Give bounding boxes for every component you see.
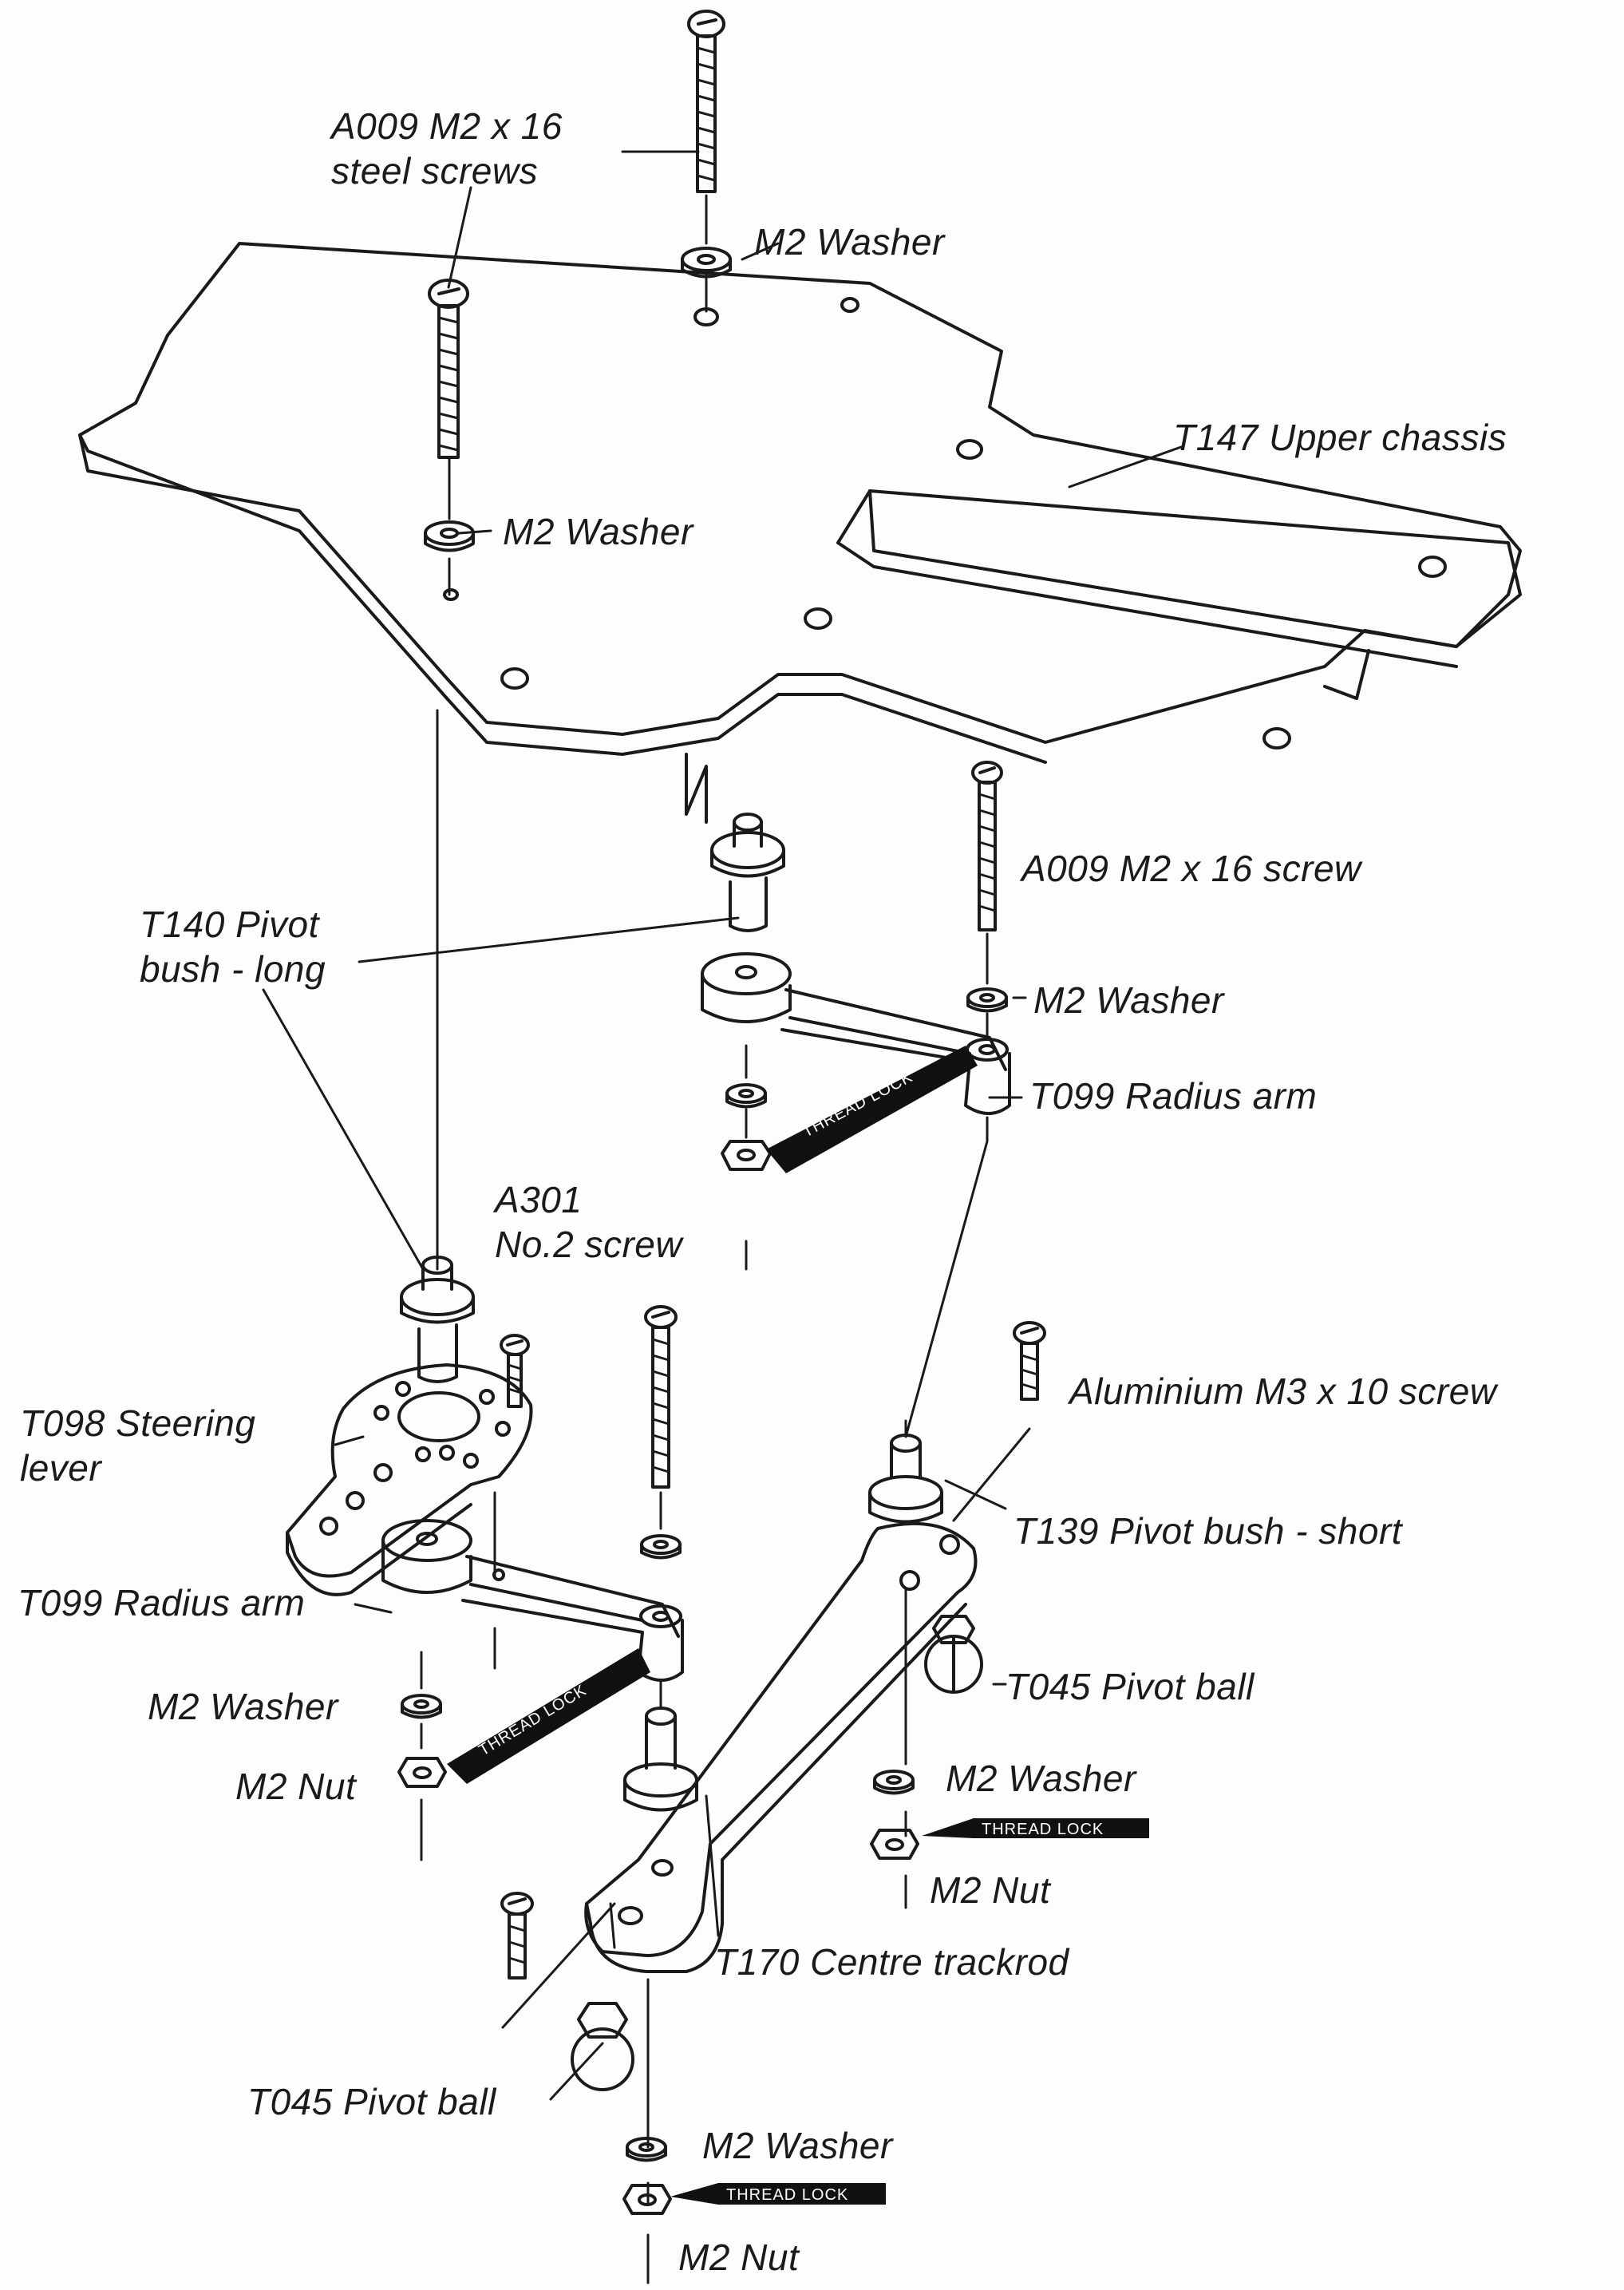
label-t147-upper-chassis: T147 Upper chassis bbox=[1173, 417, 1507, 458]
pivot-bush-short bbox=[868, 1434, 943, 1524]
label-m2-washer-radius: M2 Washer bbox=[1033, 979, 1224, 1021]
washer-right-a009 bbox=[966, 987, 1008, 1013]
label-a009-screw-right: A009 M2 x 16 screw bbox=[1021, 848, 1361, 889]
centre-trackrod bbox=[584, 1521, 978, 1973]
thread-lock-tag-right: THREAD LOCK bbox=[922, 1818, 1149, 1838]
washer-a301-middle bbox=[640, 1534, 682, 1560]
washer-right-lower bbox=[873, 1770, 915, 1795]
screw-a301-middle bbox=[644, 1305, 678, 1489]
steering-lever bbox=[286, 1363, 533, 1596]
label-t139-pivot-bush-short: T139 Pivot bush - short bbox=[1014, 1510, 1403, 1552]
nut-upper-arm bbox=[721, 1140, 772, 1171]
label-a301-screw: A301 No.2 screw bbox=[495, 1179, 683, 1265]
screw-top-left bbox=[428, 279, 469, 459]
nut-lower-arm bbox=[397, 1757, 447, 1788]
svg-text:THREAD LOCK: THREAD LOCK bbox=[476, 1681, 590, 1759]
thread-lock-tag-bottom: THREAD LOCK bbox=[670, 2183, 886, 2205]
label-t099-radius-arm-lower: T099 Radius arm bbox=[18, 1582, 306, 1624]
label-t099-radius-arm-upper: T099 Radius arm bbox=[1029, 1075, 1318, 1117]
pivot-bush-long-upper bbox=[710, 813, 785, 932]
screw-top-right bbox=[687, 10, 725, 193]
label-m2-washer-lower-right: M2 Washer bbox=[946, 1758, 1136, 1799]
nut-right-lower bbox=[870, 1829, 919, 1860]
thread-lock-tag-upper: THREAD LOCK bbox=[766, 1046, 978, 1173]
screw-right-a009 bbox=[971, 761, 1003, 931]
washer-upper-arm bbox=[725, 1083, 767, 1109]
label-a009-steel-screws: A009 M2 x 16 steel screws bbox=[331, 105, 563, 192]
washer-top-left bbox=[424, 520, 475, 552]
label-m2-washer-bottom: M2 Washer bbox=[702, 2125, 893, 2166]
upper-chassis-plate bbox=[78, 242, 1522, 764]
pivot-ball-left bbox=[571, 2002, 634, 2091]
svg-text:THREAD LOCK: THREAD LOCK bbox=[982, 1821, 1104, 1838]
pivot-ball-right bbox=[924, 1615, 983, 1694]
screw-lower-left bbox=[500, 1892, 534, 1980]
label-aluminium-m3-screw: Aluminium M3 x 10 screw bbox=[1069, 1370, 1497, 1412]
screw-aluminium-m3 bbox=[1013, 1321, 1046, 1401]
label-m2-nut-right: M2 Nut bbox=[930, 1869, 1051, 1911]
label-t045-pivot-ball-right: T045 Pivot ball bbox=[1006, 1666, 1255, 1707]
label-t045-pivot-ball-left: T045 Pivot ball bbox=[247, 2081, 496, 2122]
screw-a301-lever bbox=[500, 1334, 530, 1408]
label-m2-washer-top: M2 Washer bbox=[754, 221, 945, 263]
thread-lock-tag-lower: THREAD LOCK bbox=[447, 1648, 650, 1784]
label-m2-washer-left: M2 Washer bbox=[503, 511, 693, 552]
svg-text:THREAD LOCK: THREAD LOCK bbox=[726, 2186, 848, 2204]
label-m2-washer-lower-left: M2 Washer bbox=[148, 1686, 338, 1727]
label-m2-nut-left: M2 Nut bbox=[235, 1766, 357, 1807]
pivot-bush-long-lower bbox=[400, 1256, 475, 1383]
washer-lower-arm bbox=[401, 1694, 442, 1719]
washer-bottom bbox=[626, 2137, 667, 2162]
label-t098-steering-lever: T098 Steering lever bbox=[20, 1402, 256, 1489]
label-t170-centre-trackrod: T170 Centre trackrod bbox=[714, 1941, 1069, 1983]
label-m2-nut-bottom: M2 Nut bbox=[678, 2237, 800, 2278]
nut-bottom bbox=[622, 2184, 672, 2215]
trackrod-bush bbox=[623, 1707, 698, 1812]
leader-lines bbox=[262, 150, 1183, 2101]
radius-arm-upper bbox=[701, 952, 1011, 1115]
label-t140-pivot-bush-long: T140 Pivot bush - long bbox=[140, 904, 326, 990]
